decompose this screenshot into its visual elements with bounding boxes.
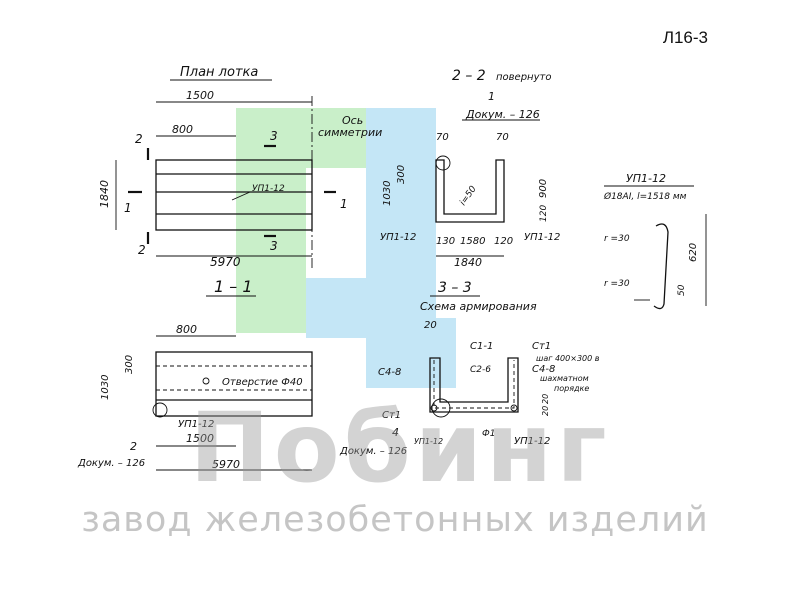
section-11-outline [155, 351, 313, 417]
section-22-item-no: 1 [488, 90, 495, 103]
section-22-title: 2 – 2 [452, 68, 486, 84]
plan-rebar-leader [231, 191, 251, 201]
dim-1030-11: 1030 [100, 375, 111, 400]
label-ct1-top: Ст1 [532, 341, 551, 352]
sheet-code: Л16-3 [662, 28, 708, 47]
dim-120a-22: 120 [539, 205, 549, 222]
step-note-1: шаг 400×300 в [536, 354, 600, 363]
cut-3-top-label: 3 [270, 129, 278, 143]
dim-50: 50 [677, 284, 687, 296]
label-c48-right: С4-8 [532, 364, 555, 375]
dim-300-11: 300 [124, 355, 135, 374]
section-2-2: 2 – 2 повернуто 1 Докум. – 126 70 70 300… [380, 68, 560, 269]
trough-profile-22 [435, 159, 505, 223]
cut-1-left-label: 1 [124, 201, 132, 215]
section-33-subtitle: Схема армирования [420, 300, 537, 313]
trough-profile-33 [429, 357, 519, 413]
dim-800-label: 800 [172, 123, 193, 136]
section-33-title: 3 – 3 [438, 280, 472, 296]
dim-1030-22: 1030 [382, 181, 393, 206]
detail-circle-22 [435, 155, 451, 171]
section-33-doc-ref: Докум. – 126 [339, 446, 407, 457]
dim-900-22: 900 [538, 179, 549, 198]
dim-slope-22: i=50 [458, 184, 479, 208]
step-note-2: шахматном [540, 374, 589, 383]
dim-620: 620 [688, 243, 699, 262]
rebar-right-22: УП1-12 [524, 232, 560, 243]
rebar-11: УП1-12 [178, 419, 214, 430]
section-22-subtitle: повернуто [496, 72, 551, 83]
r-bottom: r =30 [604, 279, 630, 289]
plan-rebar-label: УП1-12 [252, 184, 285, 194]
logo-block-green-top [306, 108, 366, 168]
detail-circle-33 [431, 398, 451, 418]
rebar-detail: УП1-12 Ø18АI, l=1518 мм r =30 r =30 620 … [603, 172, 707, 310]
logo-watermark [236, 108, 456, 388]
label-up-left: УП1-12 [414, 437, 443, 446]
label-c26: С2-6 [470, 365, 491, 375]
cut-3-bottom-label: 3 [270, 239, 278, 253]
section-22-doc-ref: Докум. – 126 [465, 108, 540, 121]
dim-1840-22: 1840 [454, 256, 482, 269]
reinforcement-cage [433, 360, 515, 409]
detail-circle-11 [152, 402, 168, 418]
dim-120b-22: 120 [494, 236, 513, 247]
dim-70a: 70 [436, 132, 449, 143]
rebar-dot-right [510, 404, 518, 412]
dim-5970-11: 5970 [212, 458, 240, 471]
watermark-brand: Побинг [189, 392, 611, 504]
step-note-3: порядке [554, 384, 589, 393]
dim-20a-33: 20 [541, 394, 550, 404]
section-1-1: 1 – 1 800 300 1030 Отверстие Ф40 УП1-12 … [77, 277, 313, 471]
dim-300-22: 300 [396, 165, 407, 184]
cut-2-bottom-label: 2 [138, 243, 146, 257]
section-11-item-no: 2 [130, 440, 137, 453]
logo-block-blue-bottom [366, 318, 456, 388]
rebar-hook-shape [653, 223, 669, 310]
plan-title: План лотка [180, 65, 258, 80]
cut-2-top-label: 2 [135, 132, 143, 146]
dim-20-top: 20 [424, 320, 437, 331]
r-top: r =30 [604, 234, 630, 244]
hole-marker [202, 377, 210, 385]
section-11-title: 1 – 1 [214, 277, 253, 296]
cut-1-right-label: 1 [340, 197, 348, 211]
dim-1500-11: 1500 [186, 432, 214, 445]
label-up-right: УП1-12 [514, 436, 550, 447]
section-3-3: 3 – 3 Схема армирования 20 С1-1 Ст1 С4-8… [339, 280, 600, 457]
watermark-tagline: завод железобетонных изделий [81, 500, 709, 540]
dim-1840-label: 1840 [98, 180, 111, 208]
axis-label-2: симметрии [318, 126, 382, 139]
label-ct1-left: Ст1 [382, 410, 401, 421]
dim-70b: 70 [496, 132, 509, 143]
label-f1: Ф1 [482, 429, 495, 439]
label-c48-left: С4-8 [378, 367, 401, 378]
dim-1580-22: 1580 [460, 236, 485, 247]
section-33-item-no: 4 [392, 426, 399, 439]
hole-label: Отверстие Ф40 [222, 377, 303, 388]
rebar-dot-left [430, 404, 438, 412]
detail-title: УП1-12 [626, 172, 666, 185]
dim-20b-33: 20 [541, 406, 550, 416]
section-11-doc-ref: Докум. – 126 [77, 458, 145, 469]
axis-label-1: Ось [342, 114, 363, 127]
plan-view: План лотка 1500 800 Ось симметрии 1840 5… [98, 65, 382, 270]
logo-block-blue-top [366, 108, 436, 278]
dim-5970-label: 5970 [210, 255, 241, 269]
label-c11: С1-1 [470, 341, 493, 352]
dim-1500-label: 1500 [186, 89, 214, 102]
rebar-left-22: УП1-12 [380, 232, 416, 243]
detail-spec: Ø18АI, l=1518 мм [603, 191, 687, 202]
dim-130-22: 130 [436, 236, 455, 247]
dim-800-11: 800 [176, 323, 197, 336]
